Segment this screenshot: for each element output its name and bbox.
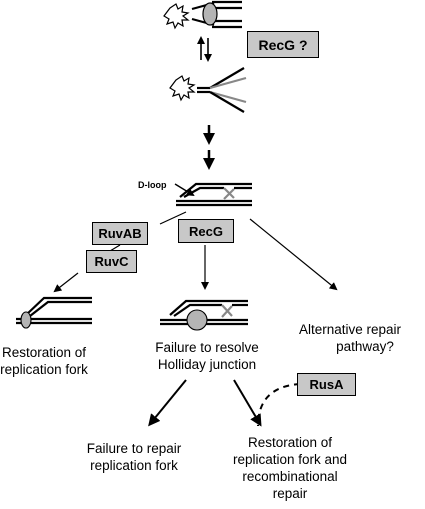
restored-fork xyxy=(16,296,92,329)
dloop-label: D-loop xyxy=(138,180,167,190)
holliday-junction xyxy=(160,299,248,331)
lower-arrows xyxy=(148,379,301,427)
failure-resolve-label: Failure to resolve Holliday junction xyxy=(155,340,259,372)
recg-box: RecG xyxy=(178,219,234,243)
rusa-box: RusA xyxy=(297,373,356,396)
restoration-fork-label: Restoration of replication fork xyxy=(0,345,88,377)
ruvab-box: RuvAB xyxy=(92,222,148,245)
regressed-fork xyxy=(169,67,247,113)
alternative-repair-label: Alternative repair pathway? xyxy=(298,322,402,354)
recombinational-repair-label: Restoration of replication fork and reco… xyxy=(232,435,348,501)
branch-arrows xyxy=(53,211,338,293)
ruvc-box: RuvC xyxy=(86,250,137,273)
failure-repair-label: Failure to repair replication fork xyxy=(86,441,182,473)
reversible-arrows xyxy=(197,36,212,62)
stalled-fork-top xyxy=(163,0,242,30)
dloop-structure xyxy=(174,182,252,207)
recg-query-box: RecG ? xyxy=(247,31,319,58)
